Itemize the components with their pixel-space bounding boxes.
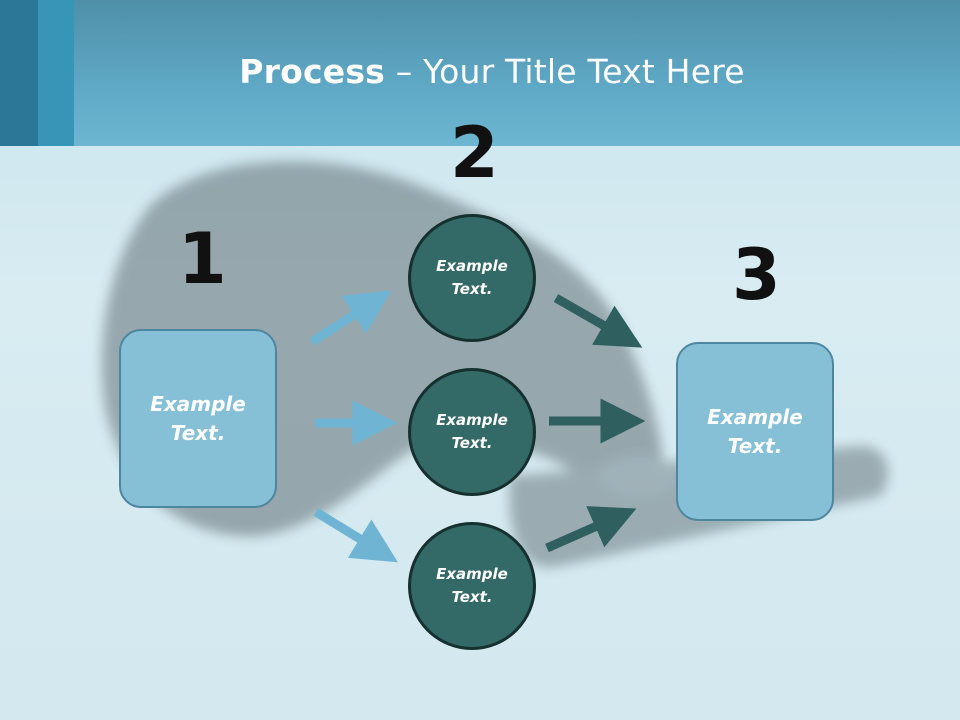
step-3-box[interactable]: Example Text.	[676, 342, 834, 521]
step-2-circle-bottom[interactable]: Example Text.	[408, 522, 536, 650]
step-2-circle-middle[interactable]: Example Text.	[408, 368, 536, 496]
step-number-2: 2	[450, 112, 499, 194]
step-1-box[interactable]: Example Text.	[119, 329, 277, 508]
step-3-line1: Example	[707, 404, 803, 429]
arrow-to-bottom	[313, 508, 398, 563]
step-1-line1: Example	[150, 391, 246, 416]
step-3-line2: Text.	[727, 433, 783, 458]
title-rest: – Your Title Text Here	[385, 52, 745, 91]
circle-top-line2: Text.	[451, 280, 493, 298]
accent-strip-right	[38, 0, 74, 146]
circle-middle-line1: Example	[436, 411, 508, 429]
step-1-line2: Text.	[170, 420, 226, 445]
accent-strip-left	[0, 0, 38, 146]
arrow-top-to-end	[553, 294, 643, 348]
step-2-circle-top[interactable]: Example Text.	[408, 214, 536, 342]
circle-middle-line2: Text.	[451, 434, 493, 452]
title-bar: Process – Your Title Text Here	[0, 0, 960, 146]
arrow-to-top	[309, 290, 392, 346]
circle-bottom-line1: Example	[436, 565, 508, 583]
title-bold: Process	[239, 52, 386, 91]
step-number-3: 3	[732, 234, 781, 316]
step-number-1: 1	[178, 218, 227, 300]
arrow-bottom-to-end	[545, 506, 637, 553]
circle-bottom-line2: Text.	[451, 588, 493, 606]
circle-top-line1: Example	[436, 257, 508, 275]
slide-title: Process – Your Title Text Here	[0, 52, 960, 91]
